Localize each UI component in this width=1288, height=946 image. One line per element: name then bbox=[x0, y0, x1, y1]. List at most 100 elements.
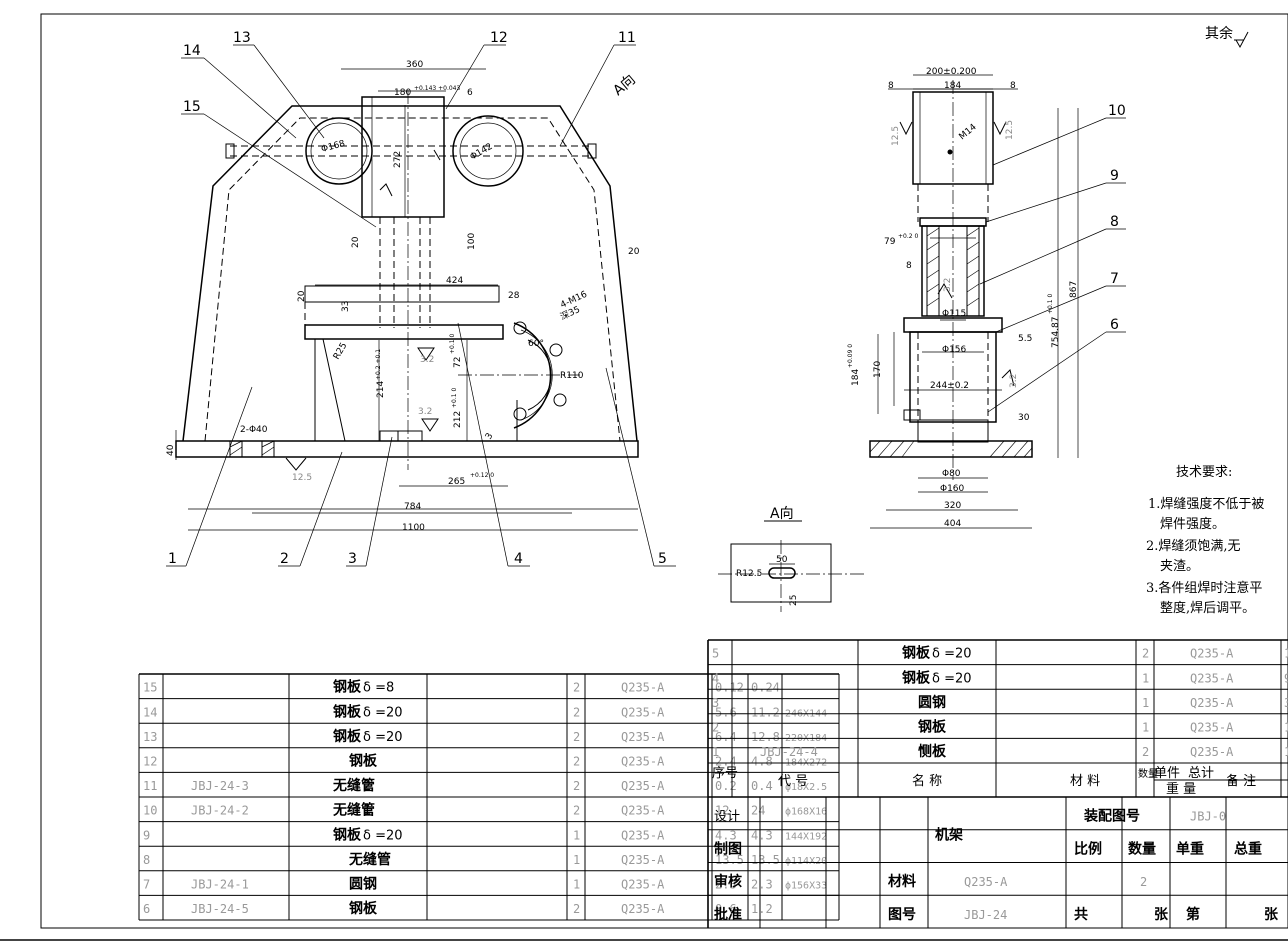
bom-no: 12 bbox=[143, 755, 157, 769]
bom-name: 钢板 bbox=[333, 826, 362, 843]
total-weight-label: 总重 bbox=[1234, 840, 1262, 857]
bom-name: 钢板 bbox=[333, 679, 362, 696]
dim-1100: 1100 bbox=[402, 523, 425, 533]
dim-40: 40 bbox=[166, 444, 176, 456]
bom-delta: 2 bbox=[363, 779, 371, 794]
header-note: 备 注 bbox=[1226, 773, 1256, 789]
bom-material: Q235-A bbox=[621, 853, 665, 867]
bom-material: Q235-A bbox=[621, 828, 665, 842]
bom-delta: δ =20 bbox=[363, 705, 403, 720]
bom-qty: 2 bbox=[573, 804, 580, 818]
front-view bbox=[175, 68, 639, 531]
bom-qty: 2 bbox=[573, 755, 580, 769]
balloon-9: 9 bbox=[1110, 168, 1119, 184]
bom-delta: δ =20 bbox=[363, 828, 403, 843]
view-a: A向 bbox=[718, 506, 864, 612]
bom-code: JBJ-24-5 bbox=[191, 902, 249, 916]
bom-qty: 2 bbox=[573, 681, 580, 695]
balloon-11: 11 bbox=[618, 30, 636, 46]
dim-200: 200±0.200 bbox=[926, 67, 977, 77]
dim-320: 320 bbox=[944, 501, 961, 511]
bom-qty: 1 bbox=[1142, 721, 1149, 735]
bom-unit-weight: 140 bbox=[1284, 721, 1288, 735]
bom-name: 钢板 bbox=[902, 645, 931, 662]
bom-material: Q235-A bbox=[621, 755, 665, 769]
bom-no: 6 bbox=[143, 902, 150, 916]
balloon-5: 5 bbox=[658, 551, 667, 567]
dim-m14: M14 bbox=[958, 122, 979, 142]
bom-name: 钢板 bbox=[349, 900, 378, 917]
dim-79-tol: +0.2 0 bbox=[898, 233, 918, 240]
bom-total-weight: 11.2 bbox=[751, 705, 780, 719]
bom-total-weight: 24 bbox=[751, 804, 765, 818]
balloon-10: 10 bbox=[1108, 103, 1126, 119]
bom-qty: 2 bbox=[573, 902, 580, 916]
bom-qty: 2 bbox=[573, 779, 580, 793]
bom-note: ϕ156X33 bbox=[785, 881, 827, 892]
header-no: 序号 bbox=[712, 766, 738, 781]
dim-20c: 20 bbox=[297, 290, 307, 302]
bom-unit-weight: 122 bbox=[1284, 745, 1288, 759]
bom-no: 2 bbox=[712, 721, 719, 735]
dim-5-5: 5.5 bbox=[1018, 334, 1032, 344]
bom-material: Q235-A bbox=[621, 779, 665, 793]
bom-no: 7 bbox=[143, 878, 150, 892]
unit-weight-label: 单重 bbox=[1176, 840, 1204, 857]
bom-material: Q235-A bbox=[621, 902, 665, 916]
dim-r25: R25 bbox=[332, 341, 350, 361]
bom-code: JBJ-24-4 bbox=[760, 745, 818, 759]
requirement-1b: 焊件强度。 bbox=[1160, 516, 1225, 532]
bom-no: 1 bbox=[712, 745, 719, 759]
dim-180-tol: +0.143 +0.043 bbox=[414, 85, 460, 92]
dim-184: 184 bbox=[944, 81, 961, 91]
balloon-1: 1 bbox=[168, 551, 177, 567]
bom-delta: δ =20 bbox=[932, 647, 972, 662]
dim-754: 754.87 bbox=[1051, 317, 1061, 349]
bom-name: 无缝管 bbox=[332, 777, 375, 794]
dim-8c: 8 bbox=[906, 261, 912, 271]
balloon-13: 13 bbox=[233, 30, 251, 46]
bom-name: 钢板 bbox=[349, 753, 378, 770]
material-value: Q235-A bbox=[964, 875, 1008, 889]
dim-28: 28 bbox=[508, 291, 520, 301]
bom-qty: 2 bbox=[573, 730, 580, 744]
dim-phi160: Φ160 bbox=[940, 484, 965, 494]
part-name: 机架 bbox=[935, 827, 963, 844]
dim-170: 170 bbox=[873, 361, 883, 378]
rough-3-2b: 3.2 bbox=[418, 407, 432, 417]
sheets-label: 张 bbox=[1154, 907, 1169, 923]
bom-no: 15 bbox=[143, 681, 157, 695]
balloon-7: 7 bbox=[1110, 271, 1119, 287]
bom-unit-weight: 9.6 bbox=[1284, 671, 1288, 685]
bom-material: Q235-A bbox=[621, 681, 665, 695]
balloon-12: 12 bbox=[490, 30, 508, 46]
bom-material: Q235-A bbox=[621, 804, 665, 818]
view-a-dim-r125: R12.5 bbox=[736, 569, 762, 579]
bom-material: Q235-A bbox=[1190, 745, 1234, 759]
requirement-1a: 1.焊缝强度不低于被 bbox=[1148, 496, 1264, 512]
sheet-no-label: 第 bbox=[1186, 906, 1200, 923]
dim-784: 784 bbox=[404, 502, 421, 512]
scale-label: 比例 bbox=[1074, 840, 1102, 857]
balloon-2: 2 bbox=[280, 551, 289, 567]
drawing-no: JBJ-24 bbox=[964, 908, 1007, 922]
bom-total-weight: 1.2 bbox=[751, 902, 773, 916]
bom-material: Q235-A bbox=[621, 730, 665, 744]
bom-qty: 1 bbox=[1142, 696, 1149, 710]
drawing-no-label: 图号 bbox=[888, 907, 916, 923]
header-code: 代 号 bbox=[778, 774, 808, 789]
balloon-14: 14 bbox=[183, 43, 201, 59]
side-view bbox=[869, 74, 1079, 529]
bom-unit-weight: 0.12 bbox=[715, 681, 744, 695]
dim-r110: R110 bbox=[560, 371, 584, 381]
title-approve: 批准 bbox=[714, 906, 742, 923]
header-unit: 单件 bbox=[1154, 766, 1180, 781]
bom-total-weight: 13.5 bbox=[751, 853, 780, 867]
